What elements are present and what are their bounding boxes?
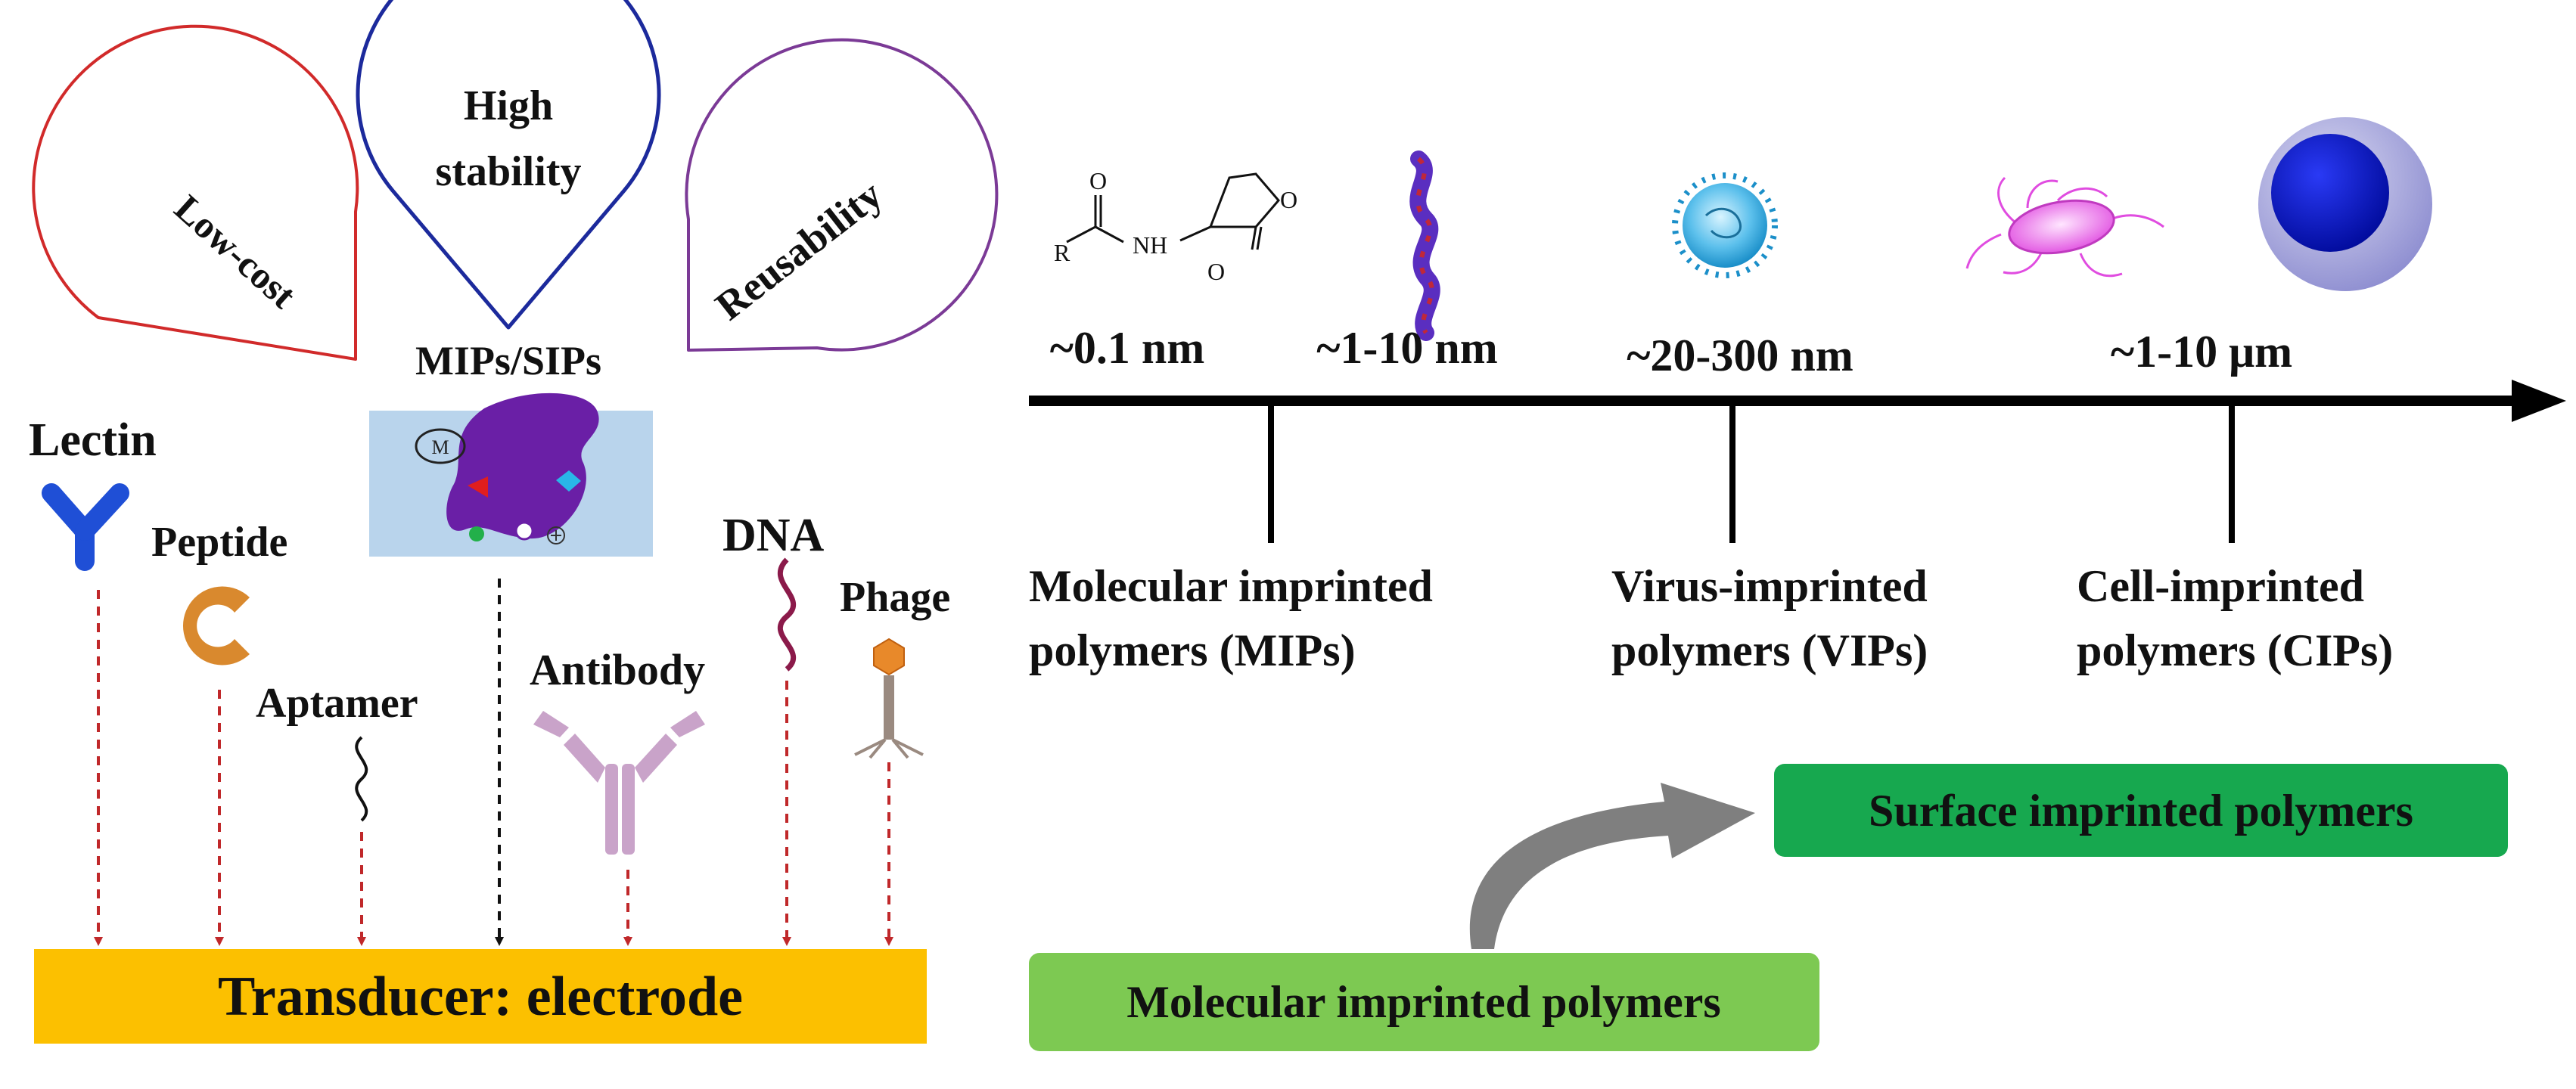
aptamer-label: Aptamer bbox=[256, 680, 418, 727]
green-circle-site bbox=[469, 526, 484, 541]
polymer-type-labels: Molecular imprinted polymers (MIPs) Viru… bbox=[1029, 561, 2393, 675]
size-label-molecule: ~0.1 nm bbox=[1050, 323, 1205, 373]
peptide-label: Peptide bbox=[151, 519, 287, 566]
phage-label: Phage bbox=[840, 574, 950, 621]
surface-imprinted-box: Surface imprinted polymers bbox=[1774, 764, 2508, 857]
high-stability-petal: High stability bbox=[356, 0, 661, 330]
virus-icon bbox=[1672, 172, 1778, 278]
mip-sip-illustration: M bbox=[369, 392, 653, 557]
molecule-nh-label: NH bbox=[1133, 231, 1167, 259]
size-labels: ~0.1 nm ~1-10 nm ~20-300 nm ~1-10 μm bbox=[1050, 323, 2292, 380]
cell-icon bbox=[2258, 117, 2432, 291]
size-label-cell: ~1-10 μm bbox=[2111, 327, 2292, 377]
cips-type-line1: Cell-imprinted bbox=[2077, 561, 2364, 611]
molecule-o-ring-label: O bbox=[1280, 186, 1297, 213]
lectin-label: Lectin bbox=[29, 414, 157, 466]
molecular-imprinted-label: Molecular imprinted polymers bbox=[1126, 977, 1720, 1027]
dna-icon bbox=[777, 557, 797, 672]
surface-imprinted-label: Surface imprinted polymers bbox=[1869, 786, 2413, 836]
size-scale-axis bbox=[1029, 380, 2566, 543]
antibody-label: Antibody bbox=[530, 645, 705, 694]
binding-arrows bbox=[94, 579, 893, 946]
molecule-o-top-label: O bbox=[1089, 167, 1107, 194]
aptamer-icon bbox=[355, 736, 368, 822]
transducer-label: Transducer: electrode bbox=[218, 966, 743, 1028]
mips-type-line2: polymers (MIPs) bbox=[1029, 625, 1356, 675]
transducer-electrode: Transducer: electrode bbox=[34, 949, 927, 1044]
dna-label: DNA bbox=[722, 510, 825, 561]
mips-type-line1: Molecular imprinted bbox=[1029, 561, 1433, 611]
lectin-icon bbox=[42, 483, 129, 571]
protein-icon bbox=[1409, 150, 1440, 341]
peptide-icon bbox=[182, 586, 250, 666]
molecular-imprinted-box: Molecular imprinted polymers bbox=[1029, 953, 1819, 1051]
evolution-arrow bbox=[1469, 783, 1755, 949]
size-label-protein: ~1-10 nm bbox=[1316, 323, 1498, 373]
template-m-label: M bbox=[431, 436, 449, 458]
vips-type-line1: Virus-imprinted bbox=[1611, 561, 1928, 611]
phage-icon bbox=[854, 638, 924, 759]
size-label-virus: ~20-300 nm bbox=[1627, 330, 1854, 380]
reusability-petal: Reusability bbox=[685, 38, 999, 352]
cips-type-line2: polymers (CIPs) bbox=[2077, 625, 2393, 675]
red-triangle-site bbox=[468, 476, 488, 498]
antibody-icon bbox=[533, 711, 705, 855]
blue-diamond-site bbox=[556, 470, 581, 492]
bacterium-icon bbox=[1965, 176, 2164, 278]
molecule-r-label: R bbox=[1054, 239, 1070, 266]
high-stability-label-line1: High bbox=[464, 82, 553, 129]
vips-type-line2: polymers (VIPs) bbox=[1611, 625, 1928, 675]
small-molecule-icon bbox=[1066, 172, 1280, 250]
low-cost-petal: Low-cost bbox=[32, 24, 359, 361]
molecule-o-bottom-label: O bbox=[1207, 258, 1225, 285]
high-stability-label-line2: stability bbox=[436, 148, 582, 195]
mips-sips-label: MIPs/SIPs bbox=[415, 338, 601, 383]
